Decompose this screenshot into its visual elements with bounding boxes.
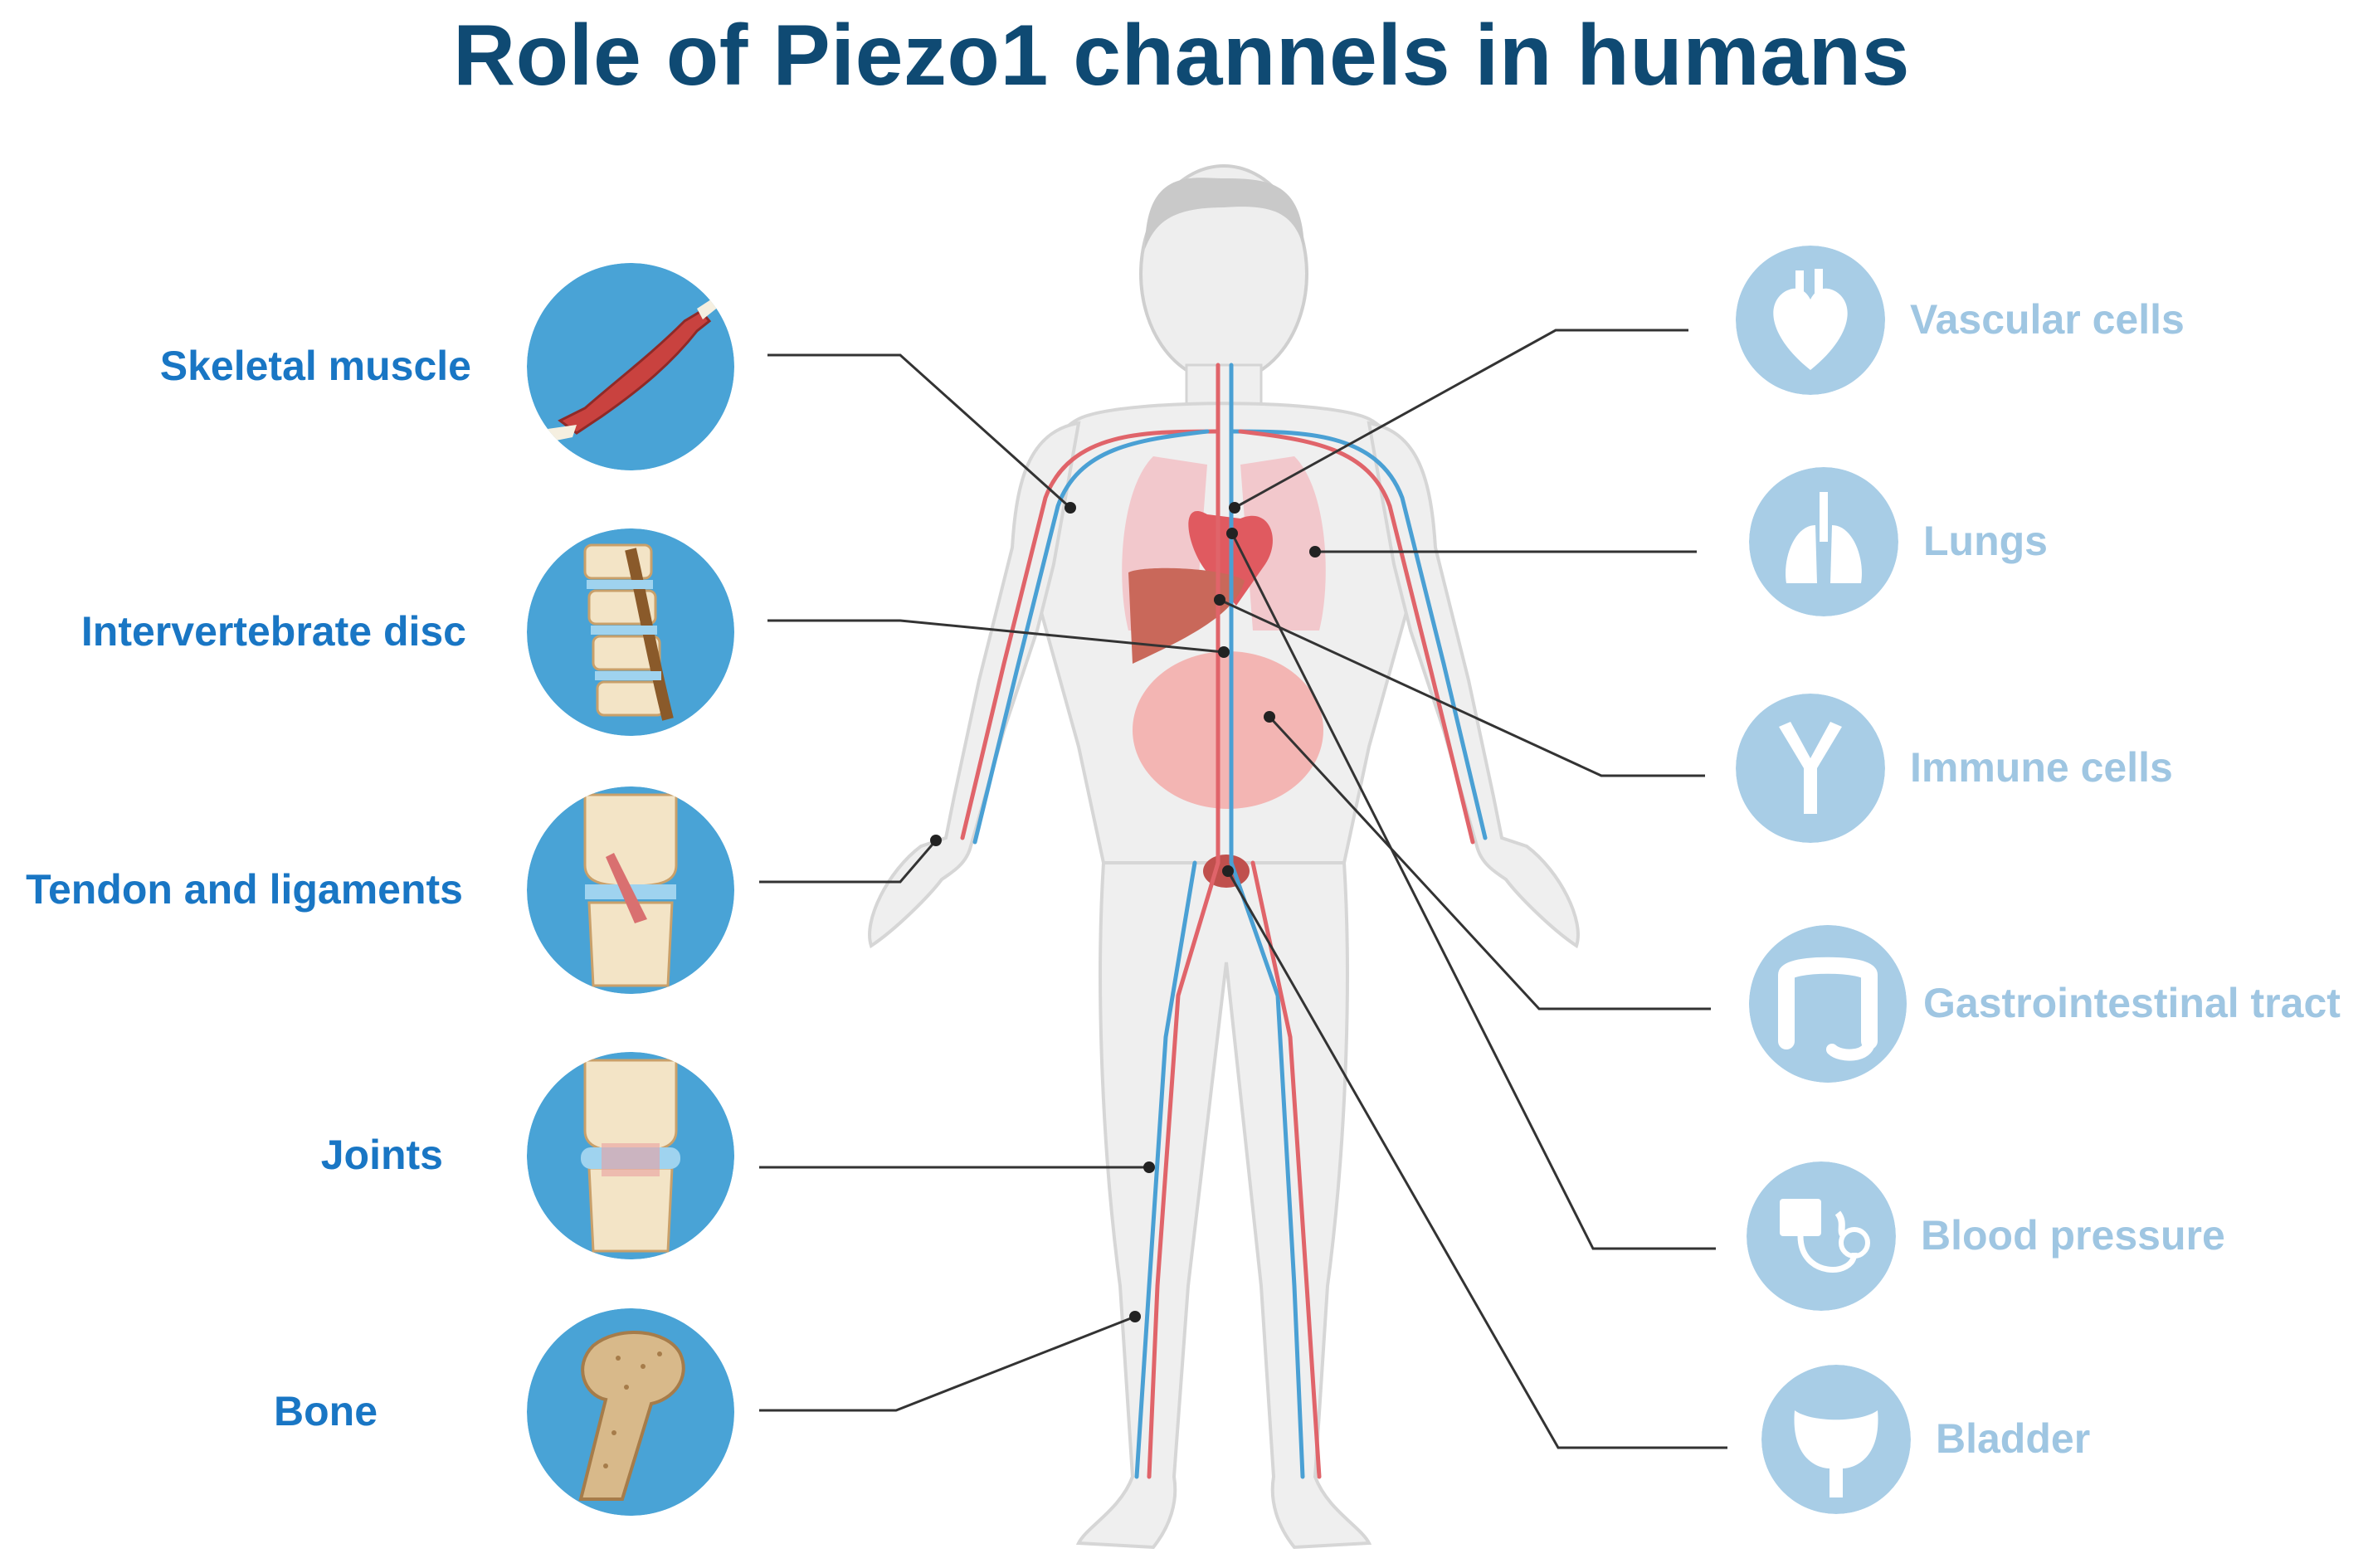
right-label: Lungs [1923, 518, 2048, 564]
left-label: Bone [274, 1388, 378, 1434]
right-label: Immune cells [1910, 744, 2173, 791]
left-label: Joints [320, 1132, 443, 1178]
intestine-icon [1749, 925, 1907, 1083]
right-label: Gastrointestinal tract [1923, 980, 2341, 1026]
blood-pressure-monitor-icon [1747, 1161, 1896, 1311]
lungs-icon [1749, 467, 1898, 616]
right-label: Blood pressure [1921, 1212, 2225, 1259]
right-label: Vascular cells [1910, 296, 2185, 343]
heart-icon [1736, 246, 1885, 395]
page-title: Role of Piezo1 channels in humans [453, 7, 1910, 104]
left-label: Intervertebrate disc [80, 608, 466, 655]
femur-bone-icon [527, 1308, 734, 1516]
right-label: Bladder [1936, 1415, 2091, 1462]
bladder-icon [1761, 1365, 1911, 1514]
antibody-icon [1736, 694, 1885, 843]
left-label: Tendon and ligaments [26, 866, 463, 913]
left-label: Skeletal muscle [159, 343, 471, 389]
knee-joint-icon [527, 1052, 734, 1259]
spine-disc-icon [527, 528, 734, 736]
muscle-icon [527, 263, 734, 470]
knee-ligament-icon [527, 786, 734, 994]
